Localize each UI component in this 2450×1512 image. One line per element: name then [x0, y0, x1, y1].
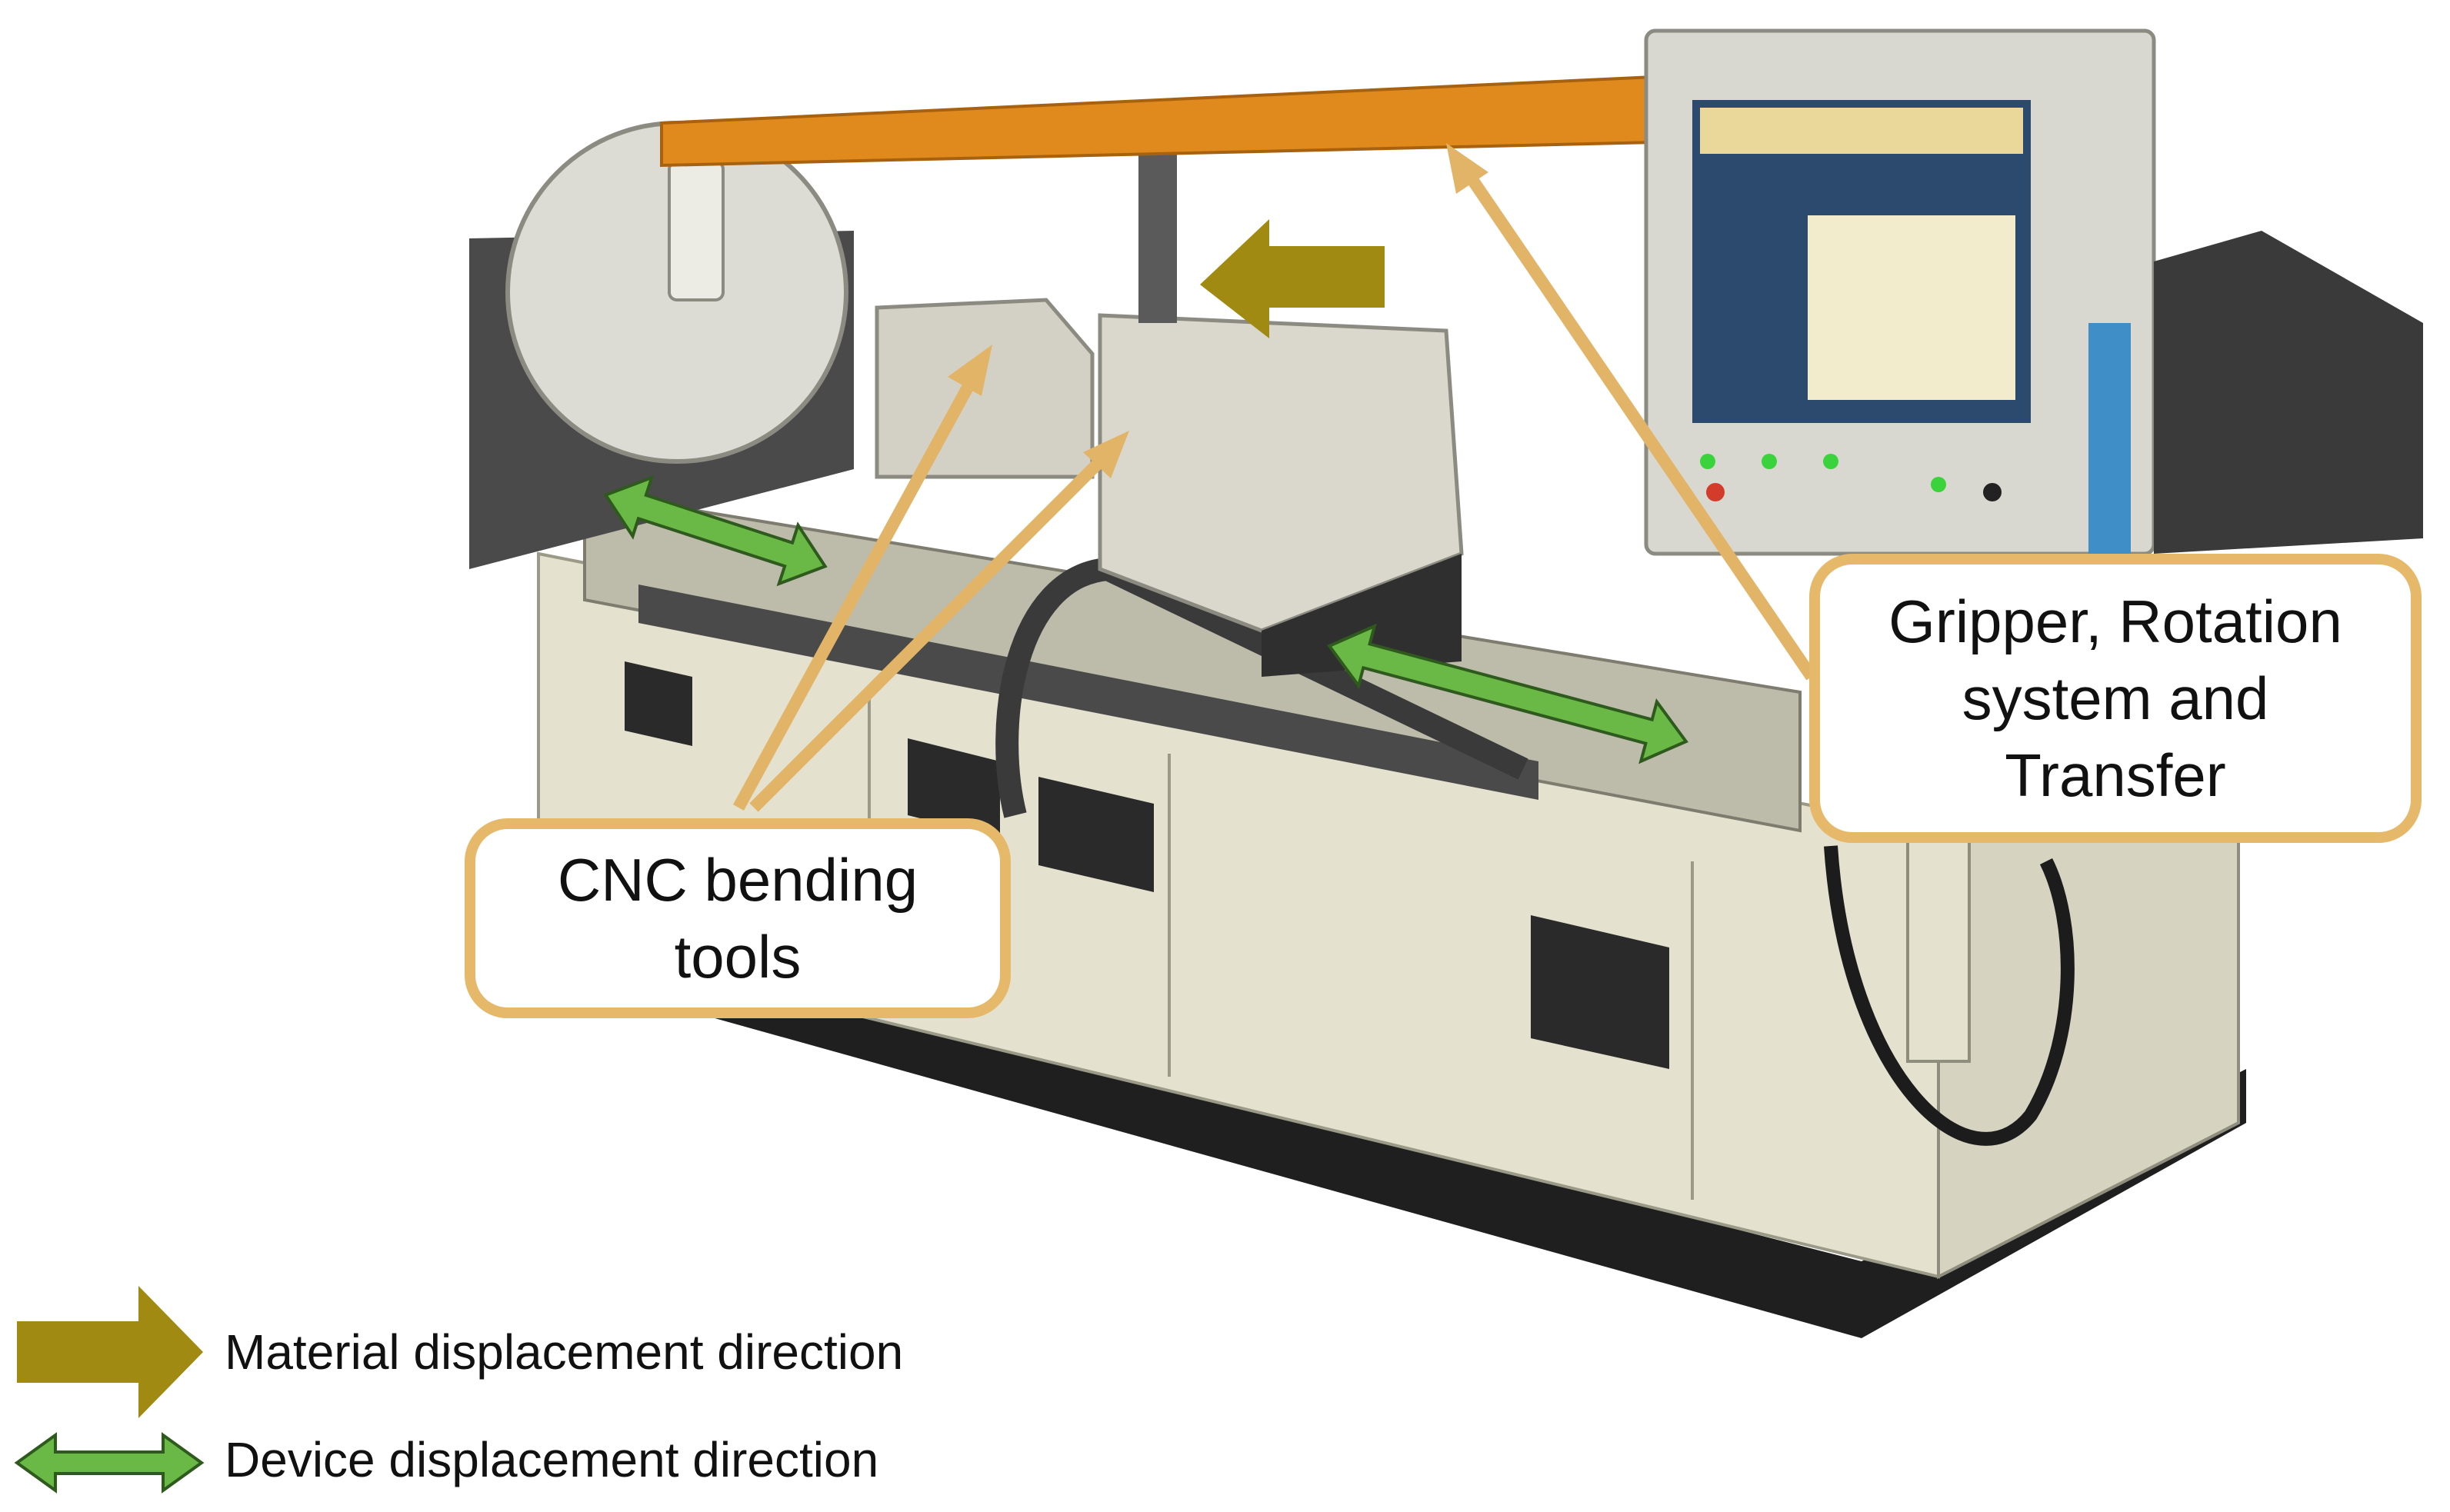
legend-material-label: Material displacement direction: [225, 1324, 904, 1380]
blue-column: [2088, 323, 2131, 569]
hmi-screen-header: [1700, 108, 2023, 154]
bending-head-left: [875, 298, 1095, 479]
cabinet-vent: [625, 661, 692, 746]
hmi-screen-panel: [1808, 215, 2015, 400]
cabinet-vent: [908, 738, 1000, 838]
cnc-leader-lines: [732, 345, 1129, 812]
callout-cnc-bending-tools: CNC bending tools: [465, 818, 1011, 1018]
control-buttons: [1700, 454, 2002, 501]
cabinet-vent: [1531, 915, 1669, 1069]
gripper-leader-line: [1446, 143, 1817, 681]
cable-chain: [995, 557, 1528, 818]
olive-block-arrow-icon: [17, 1286, 203, 1418]
cabinet-vent: [1038, 777, 1154, 892]
green-double-arrow-icon: [14, 1432, 205, 1494]
legend-device-label: Device displacement direction: [225, 1432, 879, 1487]
bending-head-spindle: [1138, 154, 1177, 323]
device-direction-arrow-icon: [1327, 623, 1688, 764]
device-direction-arrow-icon: [603, 475, 828, 587]
callout-gripper-rotation-transfer: Gripper, Rotation system and Transfer: [1809, 554, 2422, 843]
drum-bracket: [668, 160, 725, 301]
rotation-column: [1906, 829, 1971, 1063]
material-direction-arrow-icon: [1200, 219, 1385, 338]
linear-rail: [638, 584, 1538, 800]
side-unit: [2154, 231, 2423, 554]
overhead-beam: [660, 75, 1655, 168]
callout-cnc-text: CNC bending tools: [557, 846, 918, 991]
hydraulic-hose: [1824, 845, 2075, 1146]
callout-gripper-text: Gripper, Rotation system and Transfer: [1888, 588, 2342, 809]
bending-head-shadow: [1262, 554, 1462, 677]
